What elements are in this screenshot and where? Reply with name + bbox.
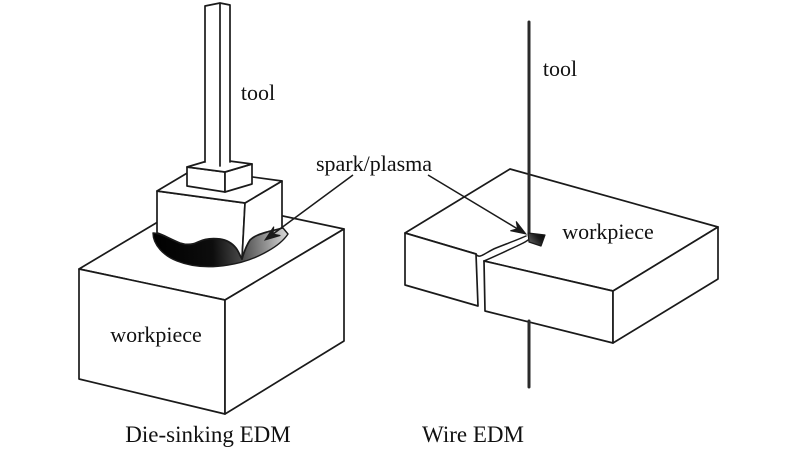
die-sinking-edm-illustration — [78, 2, 345, 415]
wire-edm-caption: Wire EDM — [422, 422, 524, 447]
spark-annotation-arrows — [263, 174, 528, 241]
kerf-slot-upper-edge — [475, 235, 527, 257]
left-workpiece-right-face — [224, 228, 345, 415]
left-tool-label: tool — [241, 80, 275, 105]
wire-edm-illustration — [404, 20, 719, 389]
right-workpiece-top-face — [405, 169, 718, 291]
right-workpiece-front-left-section — [404, 232, 479, 307]
right-workpiece-label: workpiece — [562, 219, 654, 244]
tool-head-front-face — [156, 190, 246, 260]
tool-head-right-face — [241, 180, 283, 260]
spark-plasma-spot — [527, 232, 546, 247]
figure-labels: tool spark/plasma tool workpiece workpie… — [110, 56, 654, 447]
leader-line-right — [427, 174, 522, 232]
arrowhead-left-icon — [263, 226, 281, 241]
right-workpiece-right-face — [612, 226, 719, 344]
tool-shaft-edges — [204, 2, 231, 167]
die-sinking-edm-caption: Die-sinking EDM — [125, 422, 290, 447]
tool-shaft-right-face — [220, 3, 230, 166]
kerf-slot-lower-edge — [483, 239, 529, 262]
spark-plasma-label: spark/plasma — [316, 151, 432, 176]
left-workpiece-label: workpiece — [110, 322, 202, 347]
leader-line-left — [268, 174, 354, 238]
tool-shaft-front-face — [205, 3, 220, 166]
arrowhead-right-icon — [510, 221, 528, 235]
right-tool-label: tool — [543, 56, 577, 81]
